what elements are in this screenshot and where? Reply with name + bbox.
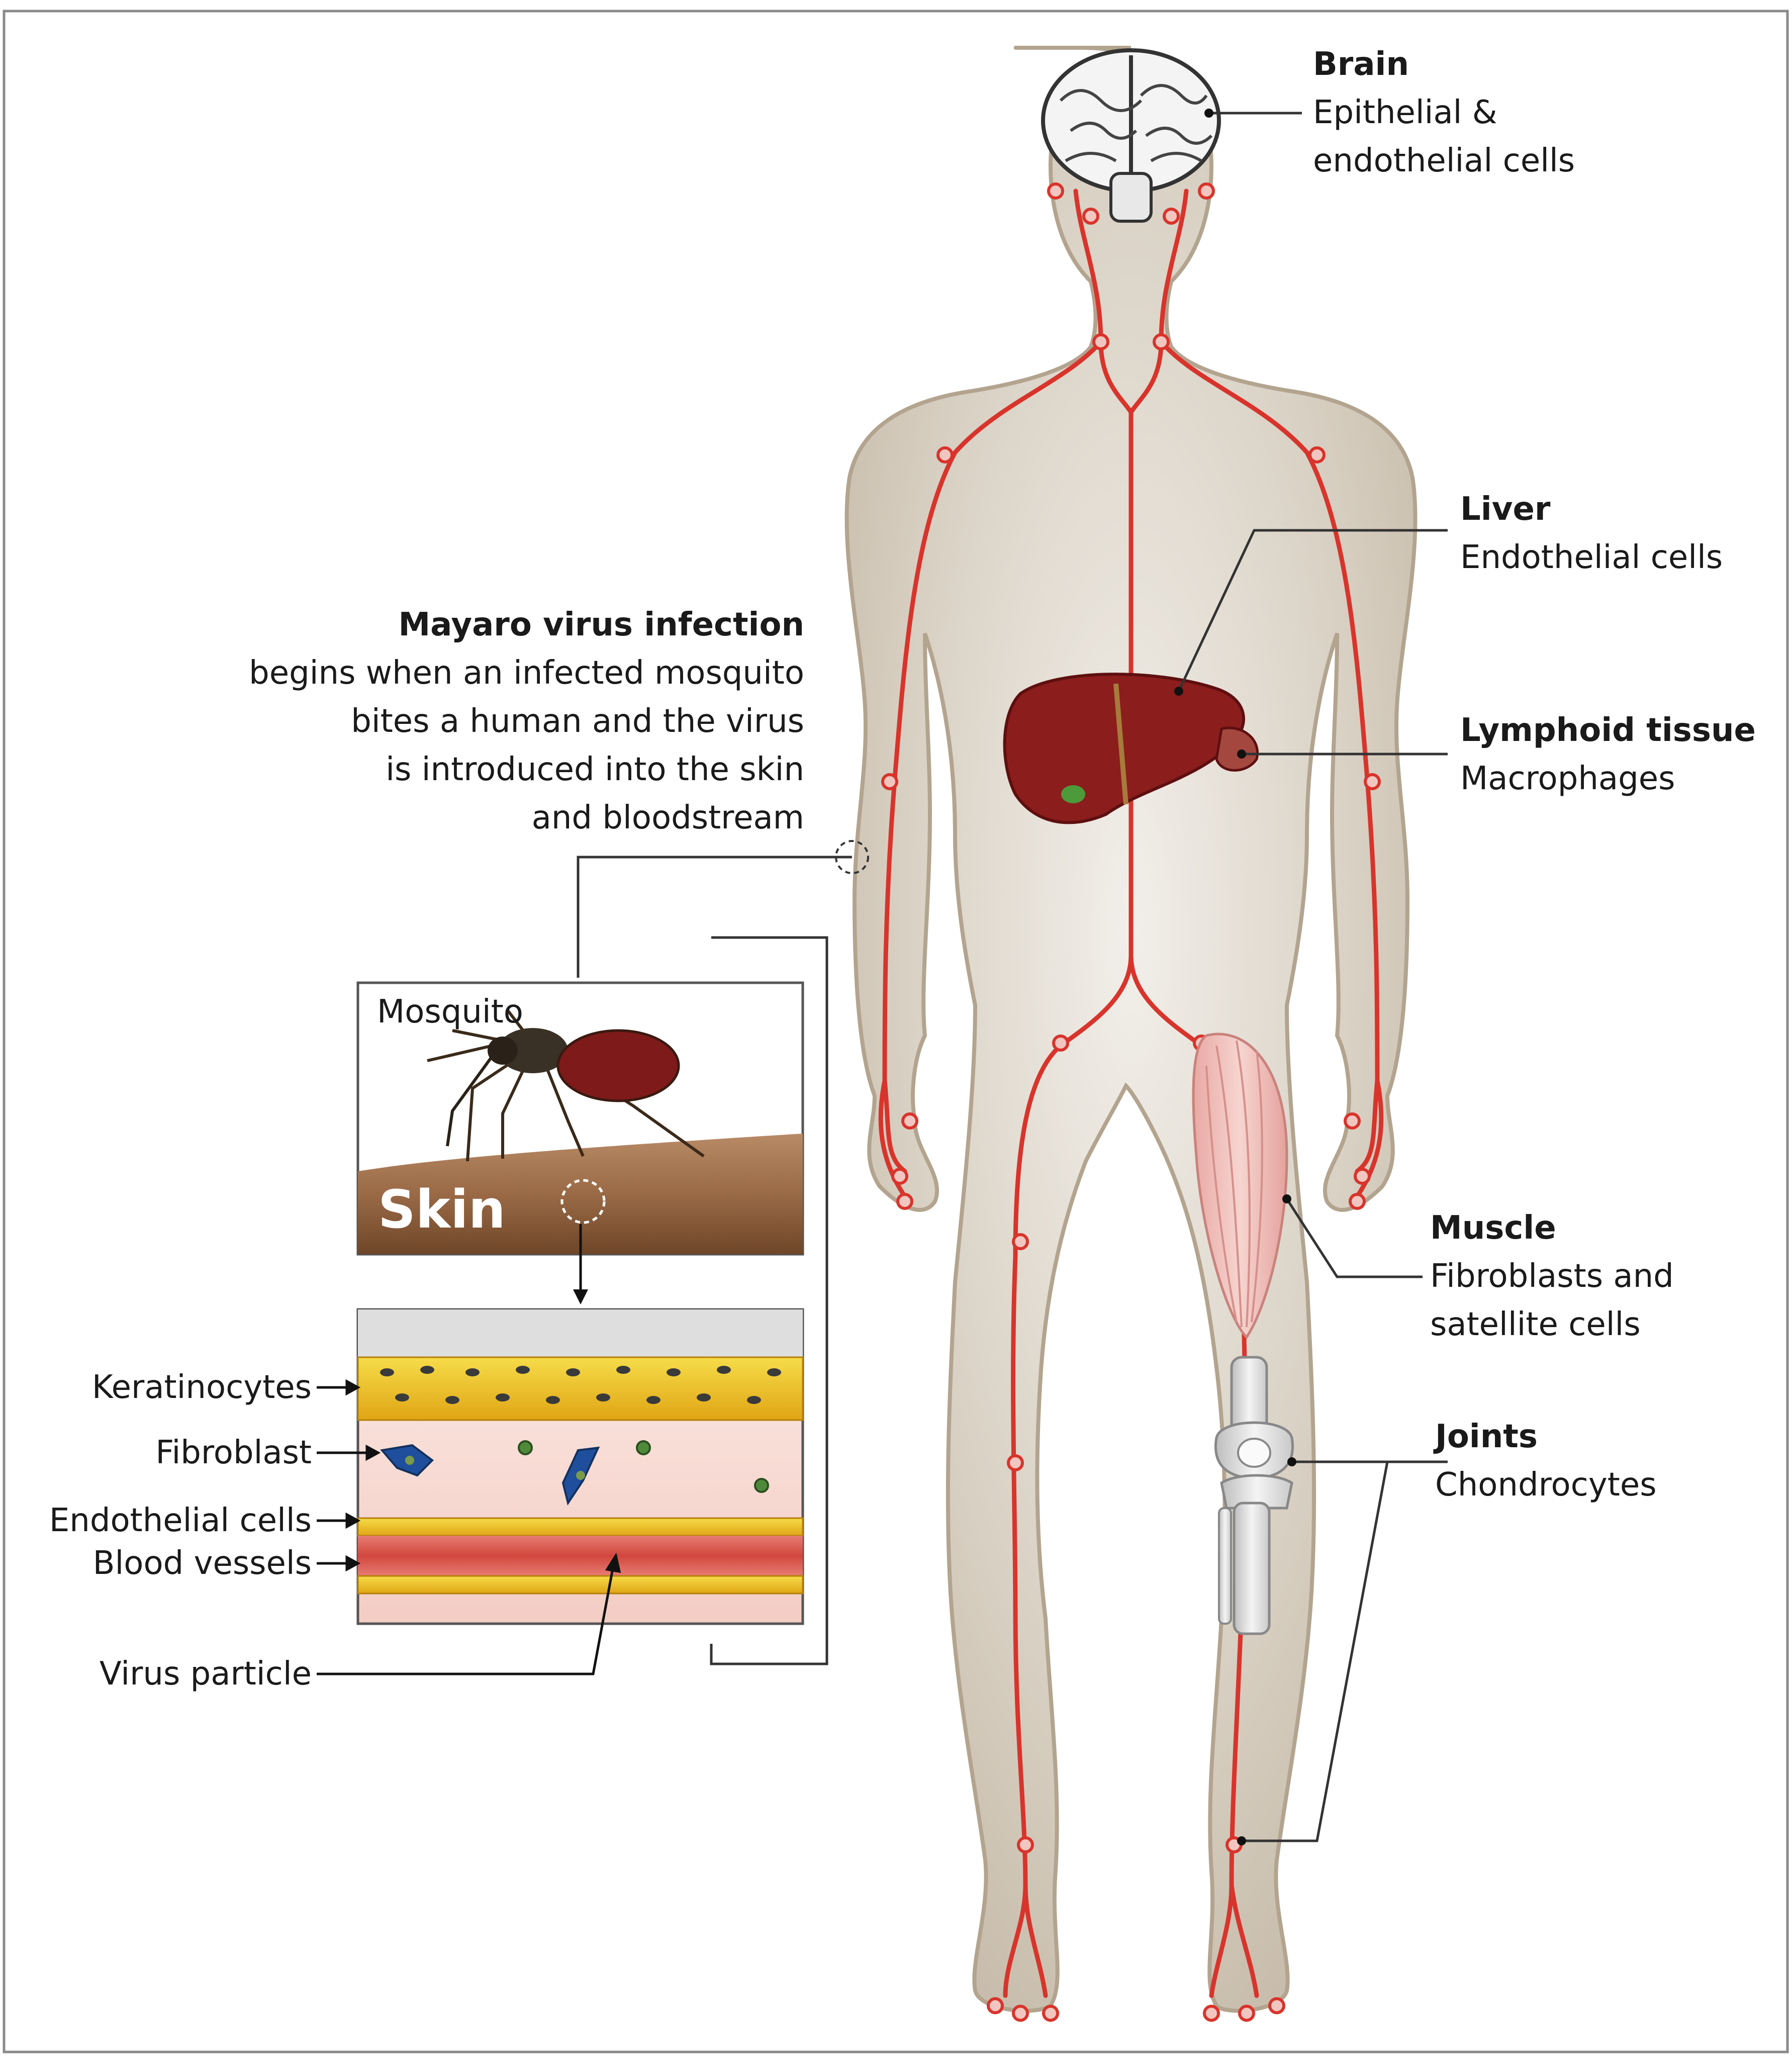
leader-lines: [577, 112, 1448, 1842]
joints-label: Joints Chondrocytes: [1435, 1413, 1657, 1509]
liver-label: Liver Endothelial cells: [1460, 485, 1723, 582]
skin-layers-inset: [356, 1308, 804, 1625]
mosquito-inset: [356, 981, 804, 1256]
brain-label: Brain Epithelial & endothelial cells: [1313, 40, 1575, 185]
infection-line-2: bites a human and the virus: [351, 703, 804, 740]
human-body: [844, 45, 1418, 2013]
lymphoid-label: Lymphoid tissue Macrophages: [1460, 706, 1756, 803]
virus-particle-label: Virus particle: [99, 1655, 312, 1693]
endothelial-layer-bottom: [357, 1575, 804, 1595]
muscle-organ: [1192, 1033, 1288, 1339]
lymphoid-title: Lymphoid tissue: [1460, 712, 1756, 749]
infection-line-1: begins when an infected mosquito: [249, 654, 804, 692]
skin-label: Skin: [378, 1179, 506, 1240]
liver-title: Liver: [1460, 491, 1551, 528]
muscle-line-1: Fibroblasts and: [1430, 1258, 1674, 1295]
brain-organ: [1041, 48, 1221, 223]
body-silhouette: [844, 45, 1418, 2013]
liver-organ: [1003, 673, 1259, 824]
fibroblast-label: Fibroblast: [155, 1434, 312, 1471]
brain-line-2: endothelial cells: [1313, 142, 1575, 179]
label-arrows: [317, 1379, 621, 1675]
brain-title: Brain: [1313, 46, 1409, 83]
infection-label: Mayaro virus infection begins when an in…: [249, 601, 804, 842]
muscle-line-2: satellite cells: [1430, 1306, 1641, 1343]
keratinocytes-label: Keratinocytes: [91, 1369, 312, 1406]
liver-line-1: Endothelial cells: [1460, 539, 1723, 576]
brain-line-1: Epithelial &: [1313, 94, 1497, 131]
endothelial-layer-top: [357, 1517, 804, 1537]
infection-line-4: and bloodstream: [531, 799, 804, 836]
blood-vessels-label: Blood vessels: [92, 1545, 312, 1582]
knee-joint: [1214, 1356, 1294, 1635]
joints-line-1: Chondrocytes: [1435, 1466, 1657, 1504]
leader-dots: [1174, 109, 1296, 1845]
muscle-title: Muscle: [1430, 1209, 1556, 1247]
blood-vessel-lumen: [358, 1536, 803, 1576]
infection-line-3: is introduced into the skin: [386, 751, 804, 788]
muscle-label: Muscle Fibroblasts and satellite cells: [1430, 1204, 1674, 1349]
bite-site-marker: [835, 840, 869, 874]
infection-title: Mayaro virus infection: [398, 606, 804, 643]
mosquito-label: Mosquito: [377, 993, 523, 1031]
joints-title: Joints: [1435, 1418, 1538, 1455]
endothelial-cells-label: Endothelial cells: [49, 1502, 312, 1539]
lymphoid-line-1: Macrophages: [1460, 760, 1675, 797]
